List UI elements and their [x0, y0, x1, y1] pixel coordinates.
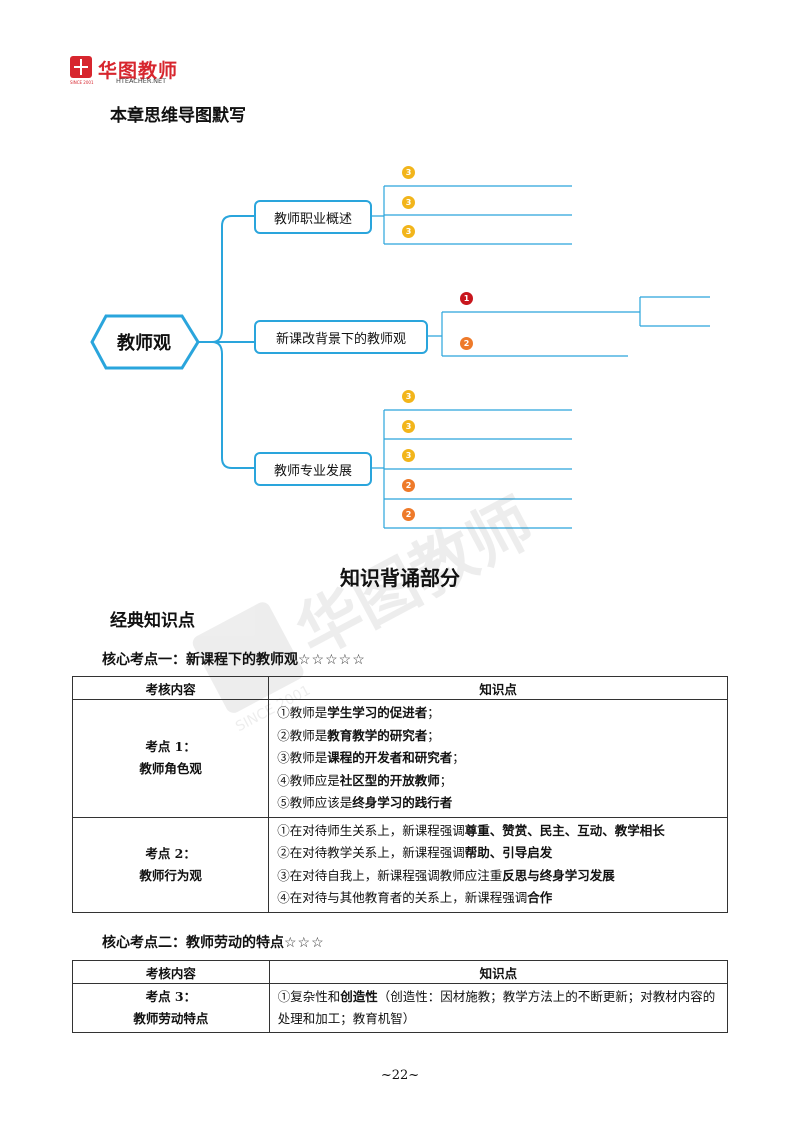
core-point-1-title: 核心考点一：新课程下的教师观☆☆☆☆☆	[102, 649, 366, 669]
mindmap-root-label: 教师观	[117, 333, 171, 354]
mindmap-root: 教师观	[92, 316, 196, 368]
list-item: ④在对待与其他教育者的关系上，新课程强调合作	[277, 890, 553, 905]
table-row: 考点 2： 教师行为观 ①在对待师生关系上，新课程强调尊重、赞赏、民主、互动、教…	[71, 816, 728, 913]
core-point-1-table: 考核内容 知识点 考点 1： 教师角色观 ①教师是学生学习的促进者； ②教师是教…	[71, 676, 728, 913]
table-header-row: 考核内容 知识点	[72, 960, 729, 984]
list-item: ③在对待自我上，新课程强调教师应注重反思与终身学习发展	[277, 867, 615, 883]
logo-mark-icon	[70, 56, 92, 78]
list-item: ④教师应是社区型的开放教师；	[277, 772, 453, 788]
star-rating: ☆☆☆☆☆	[298, 652, 366, 668]
mindmap-branch-3: 教师专业发展	[254, 452, 372, 486]
point-1-label: 考点 1： 教师角色观	[71, 699, 270, 818]
list-item: ②教师是教育教学的研究者；	[277, 727, 440, 743]
point-3-content: ①复杂性和创造性（创造性：因材施教；教学方法上的不断更新；对教材内容的处理和加工…	[268, 983, 729, 1033]
logo-brand-name: 华图教师	[98, 60, 179, 82]
table-row: 考点 1： 教师角色观 ①教师是学生学习的促进者； ②教师是教育教学的研究者； …	[71, 699, 728, 818]
mindmap-heading: 本章思维导图默写	[110, 106, 246, 126]
header-knowledge: 知识点	[268, 676, 728, 700]
priority-badge: 3	[402, 390, 415, 403]
point-1-label-line1: 考点 1：	[145, 739, 196, 755]
branch2-subleaf-connector	[639, 296, 710, 327]
brand-logo: 华图教师 HTEACHER.NET SINCE 2001	[70, 56, 188, 86]
priority-badge: 2	[402, 479, 415, 492]
header-knowledge: 知识点	[268, 960, 729, 984]
priority-badge: 2	[460, 337, 473, 350]
priority-badge: 1	[460, 292, 473, 305]
point-3-label: 考点 3： 教师劳动特点	[72, 983, 270, 1033]
list-item: ②在对待教学关系上，新课程强调帮助、引导启发	[277, 845, 553, 860]
header-assessment: 考核内容	[71, 676, 270, 700]
subsection-title: 经典知识点	[110, 611, 195, 631]
root-to-branch1	[196, 215, 254, 343]
page-number: ~22~	[380, 1068, 420, 1083]
mindmap-branch-2: 新课改背景下的教师观	[254, 320, 428, 354]
root-hexagon	[90, 314, 200, 370]
logo-url: HTEACHER.NET	[116, 77, 167, 85]
list-item: ⑤教师应该是终身学习的践行者	[277, 795, 453, 810]
point-2-label: 考点 2： 教师行为观	[71, 816, 270, 913]
priority-badge: 3	[402, 225, 415, 238]
list-item: ①教师是学生学习的促进者；	[277, 705, 440, 720]
mindmap-branch-1: 教师职业概述	[254, 200, 372, 234]
priority-badge: 3	[402, 196, 415, 209]
mindmap-connectors	[90, 185, 710, 529]
point-1-content: ①教师是学生学习的促进者； ②教师是教育教学的研究者； ③教师是课程的开发者和研…	[268, 699, 728, 818]
priority-badge: 2	[402, 508, 415, 521]
branch2-leaf-connector	[426, 311, 640, 357]
header-assessment: 考核内容	[72, 960, 270, 984]
list-item: ①复杂性和创造性（创造性：因材施教；教学方法上的不断更新；对教材内容的处理和加工…	[277, 989, 716, 1026]
core-point-2-title: 核心考点二：教师劳动的特点☆☆☆	[102, 932, 325, 952]
section-title: 知识背诵部分	[340, 566, 460, 590]
branch3-leaf-connector	[370, 409, 572, 529]
priority-badge: 3	[402, 449, 415, 462]
point-2-label-line2: 教师行为观	[139, 867, 202, 883]
core-point-1-title-text: 核心考点一：新课程下的教师观	[102, 652, 298, 668]
point-3-label-line1: 考点 3：	[145, 989, 197, 1004]
point-1-label-line2: 教师角色观	[139, 761, 202, 777]
logo-since: SINCE 2001	[70, 80, 94, 85]
list-item: ③教师是课程的开发者和研究者；	[277, 750, 465, 765]
point-2-content: ①在对待师生关系上，新课程强调尊重、赞赏、民主、互动、教学相长 ②在对待教学关系…	[268, 816, 728, 913]
priority-badge: 3	[402, 166, 415, 179]
core-point-2-title-text: 核心考点二：教师劳动的特点	[102, 935, 284, 951]
list-item: ①在对待师生关系上，新课程强调尊重、赞赏、民主、互动、教学相长	[277, 822, 665, 838]
core-point-2-table: 考核内容 知识点 考点 3： 教师劳动特点 ①复杂性和创造性（创造性：因材施教；…	[72, 960, 729, 1033]
branch1-leaf-connector	[370, 185, 572, 245]
point-3-label-line2: 教师劳动特点	[133, 1011, 209, 1026]
priority-badge: 3	[402, 420, 415, 433]
table-row: 考点 3： 教师劳动特点 ①复杂性和创造性（创造性：因材施教；教学方法上的不断更…	[72, 983, 729, 1033]
point-2-label-line1: 考点 2：	[145, 845, 196, 861]
star-rating: ☆☆☆	[284, 935, 325, 951]
root-to-branch3	[196, 341, 254, 469]
table-header-row: 考核内容 知识点	[71, 676, 728, 700]
